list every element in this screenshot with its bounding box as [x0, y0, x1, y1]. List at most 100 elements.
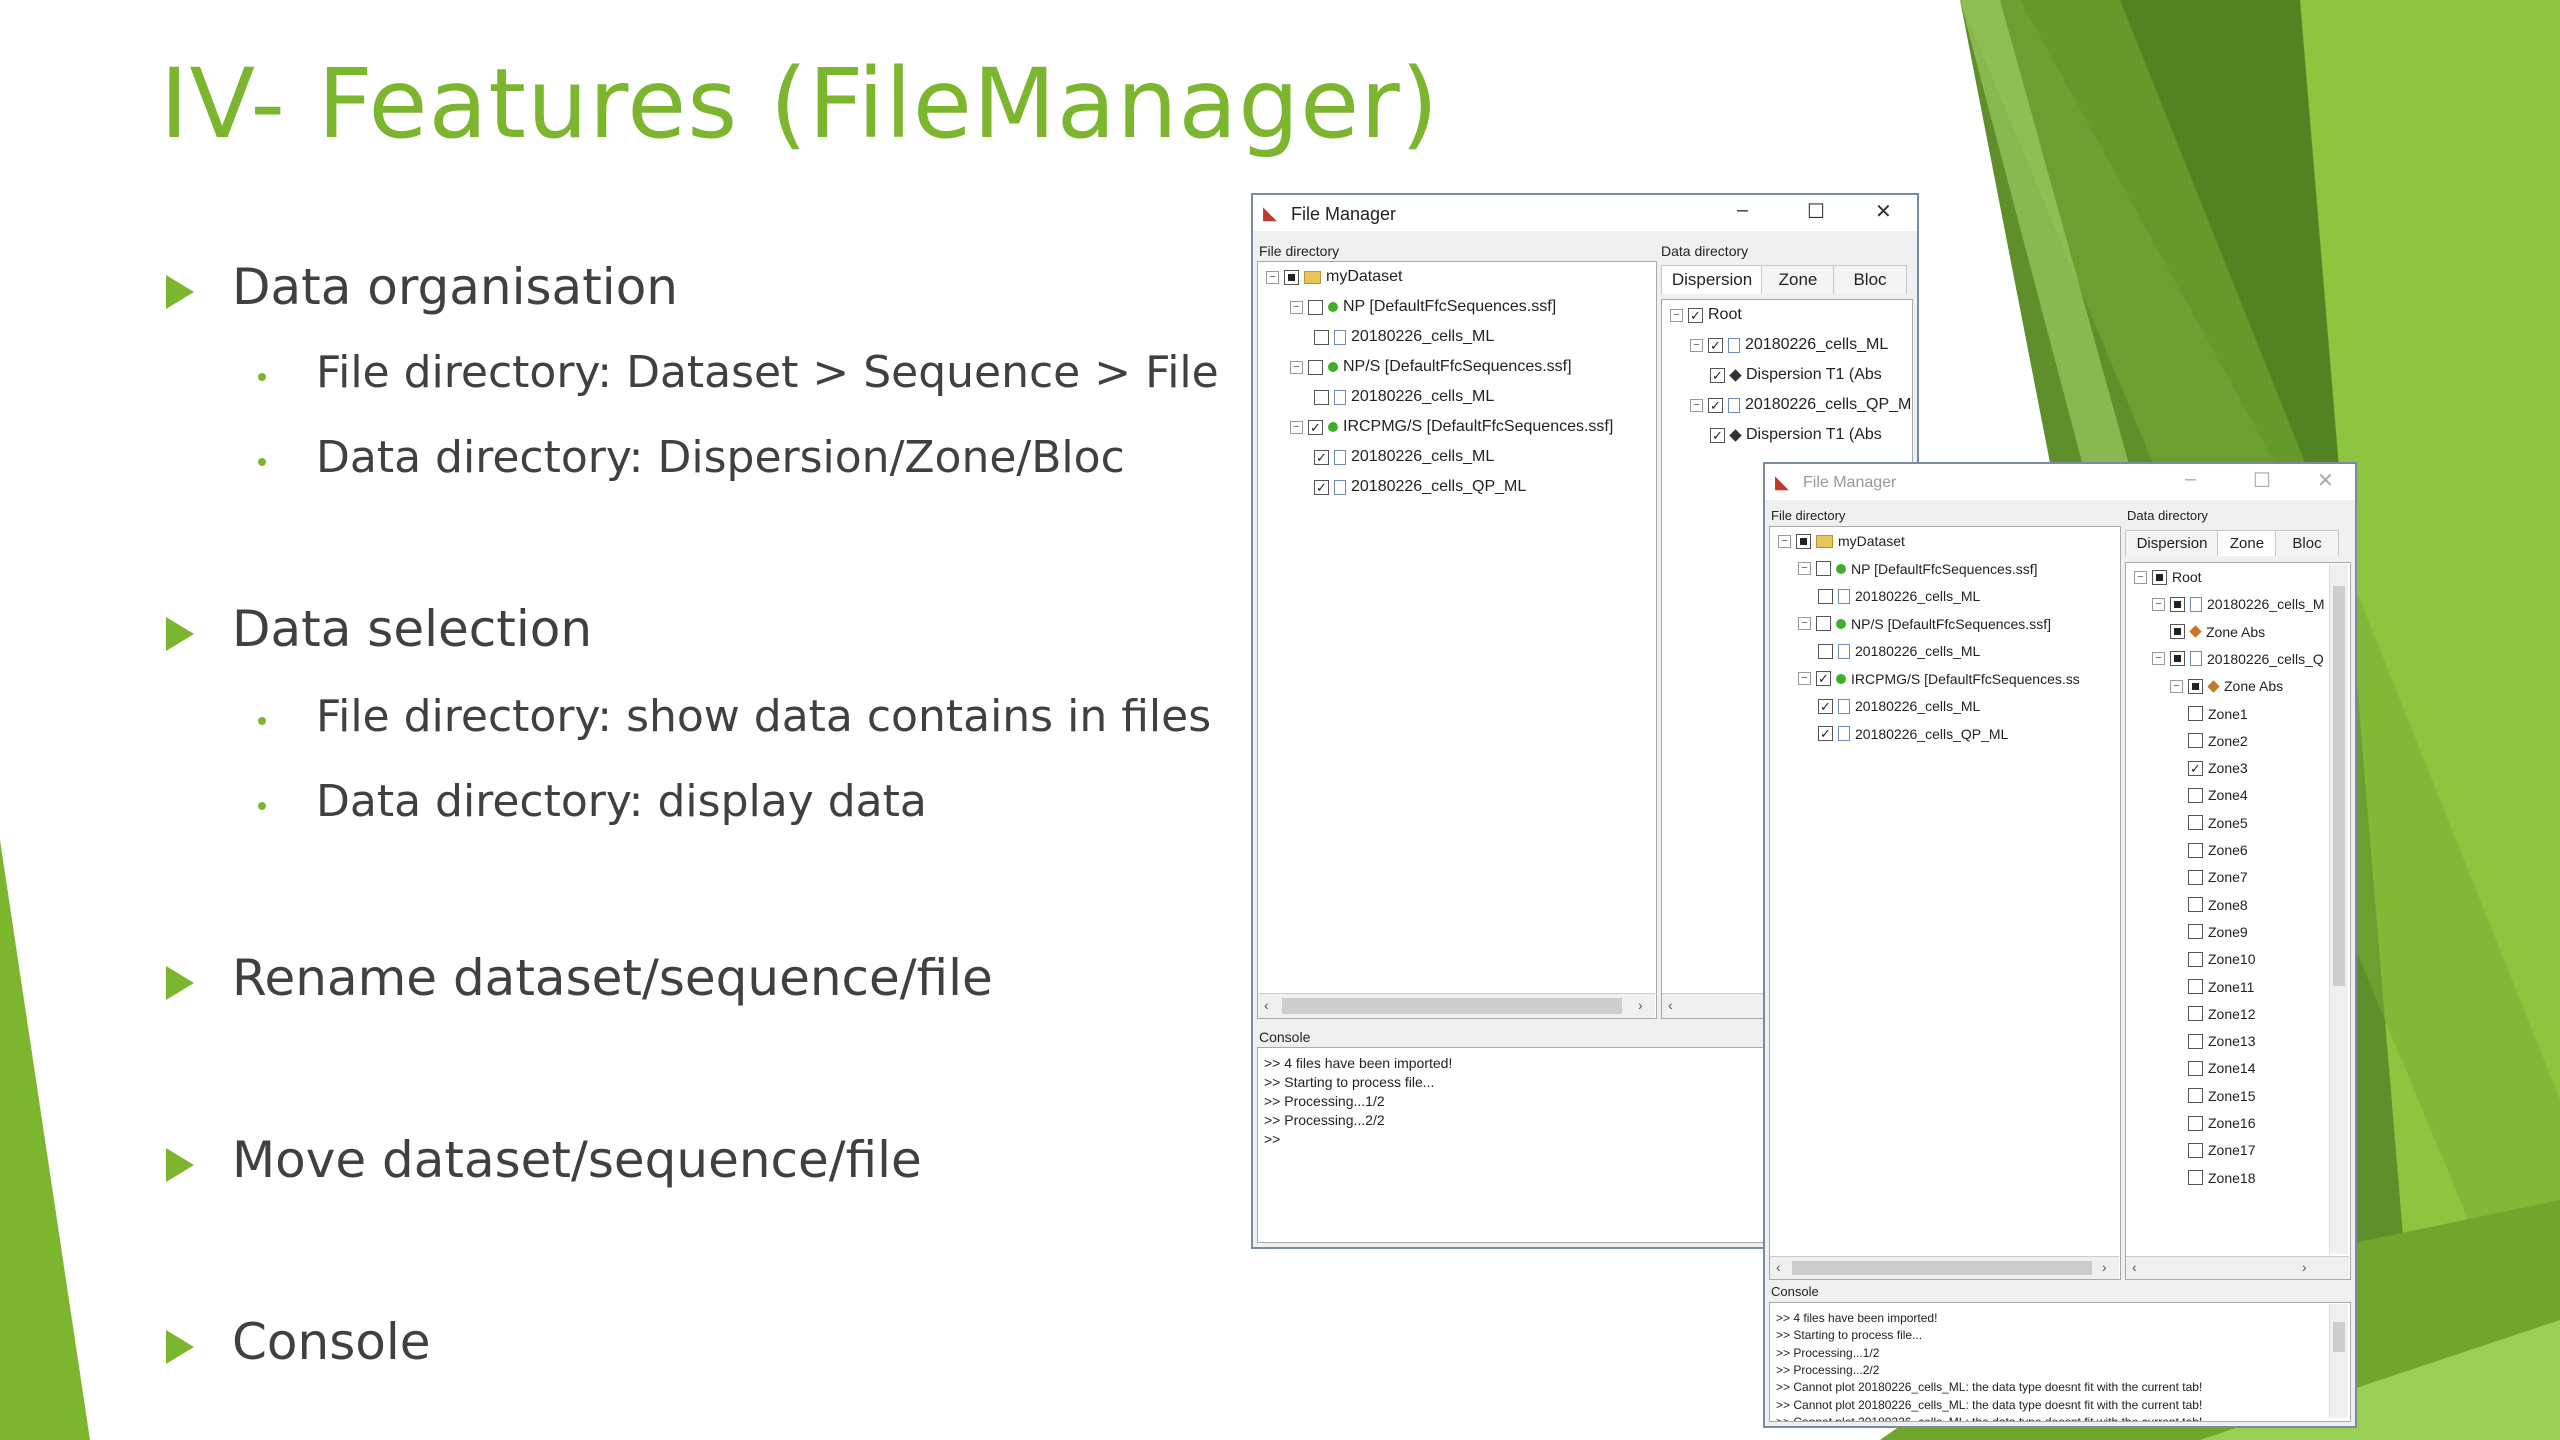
checkbox[interactable]	[2188, 1060, 2203, 1076]
data-tree-item[interactable]: Zone16	[2188, 1115, 2255, 1131]
horizontal-scrollbar[interactable]: ‹ ›	[2126, 1256, 2349, 1279]
horizontal-scrollbar[interactable]: ‹ ›	[1770, 1256, 2119, 1279]
tree-item[interactable]: 20180226_cells_ML	[1314, 328, 1494, 346]
data-tree-item[interactable]: ✓Dispersion T1 (Abs	[1710, 426, 1882, 444]
data-directory-tree[interactable]: −Root −20180226_cells_M Zone Abs −20180226_…	[2125, 562, 2351, 1280]
data-tree-item[interactable]: Zone9	[2188, 924, 2248, 940]
checkbox[interactable]	[2188, 924, 2203, 940]
checkbox[interactable]	[2152, 569, 2167, 585]
scroll-right-icon[interactable]: ›	[1638, 997, 1643, 1013]
checkbox[interactable]	[2188, 733, 2203, 749]
checkbox[interactable]	[2188, 897, 2203, 913]
checkbox[interactable]: ✓	[1710, 427, 1725, 443]
checkbox[interactable]: ✓	[1314, 449, 1329, 465]
data-tree-item[interactable]: Zone15	[2188, 1088, 2255, 1104]
tree-item[interactable]: 20180226_cells_ML	[1314, 388, 1494, 406]
horizontal-scrollbar[interactable]: ‹ ›	[1258, 993, 1655, 1018]
checkbox[interactable]	[1818, 588, 1833, 604]
data-tree-item[interactable]: Zone11	[2188, 979, 2254, 995]
tree-item[interactable]: −✓IRCPMG/S [DefaultFfcSequences.ssf]	[1290, 418, 1613, 436]
tree-item[interactable]: −NP [DefaultFfcSequences.ssf]	[1290, 298, 1556, 316]
tab-dispersion[interactable]: Dispersion	[1661, 265, 1763, 294]
data-tree-item[interactable]: −Root	[2134, 569, 2202, 585]
close-icon[interactable]: ✕	[1875, 201, 1892, 223]
expand-collapse-icon[interactable]: −	[2152, 597, 2165, 611]
scroll-left-icon[interactable]: ‹	[2132, 1259, 2137, 1275]
data-tree-item[interactable]: −✓20180226_cells_ML	[1690, 336, 1888, 354]
checkbox[interactable]	[2188, 1088, 2203, 1104]
scroll-left-icon[interactable]: ‹	[1668, 997, 1673, 1013]
checkbox[interactable]: ✓	[1708, 337, 1723, 353]
data-tree-item[interactable]: Zone5	[2188, 815, 2248, 831]
tree-item[interactable]: 20180226_cells_ML	[1818, 643, 1980, 659]
checkbox[interactable]	[1308, 359, 1323, 375]
data-tree-item[interactable]: Zone Abs	[2170, 624, 2265, 640]
data-tree-item[interactable]: −20180226_cells_M	[2152, 596, 2325, 612]
tree-item[interactable]: ✓20180226_cells_QP_ML	[1314, 478, 1526, 496]
expand-collapse-icon[interactable]: −	[1690, 398, 1703, 412]
scroll-right-icon[interactable]: ›	[2302, 1259, 2307, 1275]
tree-item[interactable]: −NP/S [DefaultFfcSequences.ssf]	[1290, 358, 1572, 376]
data-tree-item[interactable]: −✓Root	[1670, 306, 1742, 324]
scroll-right-icon[interactable]: ›	[2102, 1259, 2107, 1275]
data-tree-item[interactable]: Zone14	[2188, 1060, 2255, 1076]
expand-collapse-icon[interactable]: −	[1778, 534, 1791, 548]
checkbox[interactable]	[2188, 1142, 2203, 1158]
checkbox[interactable]	[2188, 815, 2203, 831]
tab-bloc[interactable]: Bloc	[2275, 530, 2339, 556]
checkbox[interactable]	[1796, 533, 1811, 549]
data-tree-item[interactable]: −20180226_cells_Q	[2152, 651, 2324, 667]
expand-collapse-icon[interactable]: −	[1798, 672, 1811, 685]
expand-collapse-icon[interactable]: −	[2134, 570, 2147, 584]
tab-zone[interactable]: Zone	[2217, 530, 2277, 556]
file-directory-tree[interactable]: −myDataset −NP [DefaultFfcSequences.ssf] 2…	[1769, 526, 2121, 1280]
checkbox[interactable]: ✓	[1314, 479, 1329, 495]
minimize-icon[interactable]: –	[1737, 199, 1749, 221]
checkbox[interactable]	[2170, 651, 2185, 667]
checkbox[interactable]: ✓	[2188, 760, 2203, 776]
checkbox[interactable]: ✓	[1816, 671, 1831, 686]
tree-item[interactable]: −NP [DefaultFfcSequences.ssf]	[1798, 561, 2038, 577]
tree-item[interactable]: ✓20180226_cells_QP_ML	[1818, 726, 2008, 742]
checkbox[interactable]: ✓	[1308, 419, 1323, 435]
data-tree-item[interactable]: −Zone Abs	[2170, 678, 2283, 694]
expand-collapse-icon[interactable]: −	[1290, 360, 1303, 374]
tab-bloc[interactable]: Bloc	[1833, 265, 1907, 294]
checkbox[interactable]	[2188, 951, 2203, 967]
checkbox[interactable]	[2188, 869, 2203, 885]
data-tree-item[interactable]: Zone18	[2188, 1170, 2255, 1186]
data-tree-item[interactable]: Zone4	[2188, 787, 2248, 803]
expand-collapse-icon[interactable]: −	[1798, 562, 1811, 575]
maximize-icon[interactable]: ☐	[1807, 201, 1825, 223]
data-tree-item[interactable]: Zone6	[2188, 842, 2248, 858]
checkbox[interactable]	[2188, 787, 2203, 803]
checkbox[interactable]	[2170, 624, 2185, 640]
data-tree-item[interactable]: Zone7	[2188, 869, 2248, 885]
data-tree-item[interactable]: Zone17	[2188, 1142, 2255, 1158]
checkbox[interactable]	[1308, 299, 1323, 315]
checkbox[interactable]	[2188, 842, 2203, 858]
maximize-icon[interactable]: ☐	[2253, 470, 2271, 492]
scroll-left-icon[interactable]: ‹	[1776, 1259, 1781, 1275]
checkbox[interactable]	[2188, 1115, 2203, 1131]
tab-zone[interactable]: Zone	[1761, 265, 1835, 294]
data-tree-item[interactable]: ✓Zone3	[2188, 760, 2248, 776]
tab-dispersion[interactable]: Dispersion	[2125, 530, 2219, 556]
checkbox[interactable]	[1314, 329, 1329, 345]
checkbox[interactable]	[1816, 616, 1831, 631]
checkbox[interactable]: ✓	[1688, 307, 1703, 323]
data-tree-item[interactable]: Zone2	[2188, 733, 2248, 749]
checkbox[interactable]	[2188, 706, 2203, 721]
checkbox[interactable]	[1816, 561, 1831, 576]
data-tree-item[interactable]: ✓Dispersion T1 (Abs	[1710, 366, 1882, 384]
checkbox[interactable]: ✓	[1818, 726, 1833, 741]
tree-item[interactable]: 20180226_cells_ML	[1818, 588, 1980, 604]
expand-collapse-icon[interactable]: −	[2152, 652, 2165, 666]
data-tree-item[interactable]: Zone8	[2188, 897, 2248, 913]
checkbox[interactable]	[2170, 596, 2185, 612]
checkbox[interactable]	[1314, 389, 1329, 405]
tree-item[interactable]: −myDataset	[1778, 533, 1905, 549]
checkbox[interactable]	[2188, 1170, 2203, 1186]
data-tree-item[interactable]: Zone13	[2188, 1033, 2255, 1049]
expand-collapse-icon[interactable]: −	[1266, 270, 1279, 284]
